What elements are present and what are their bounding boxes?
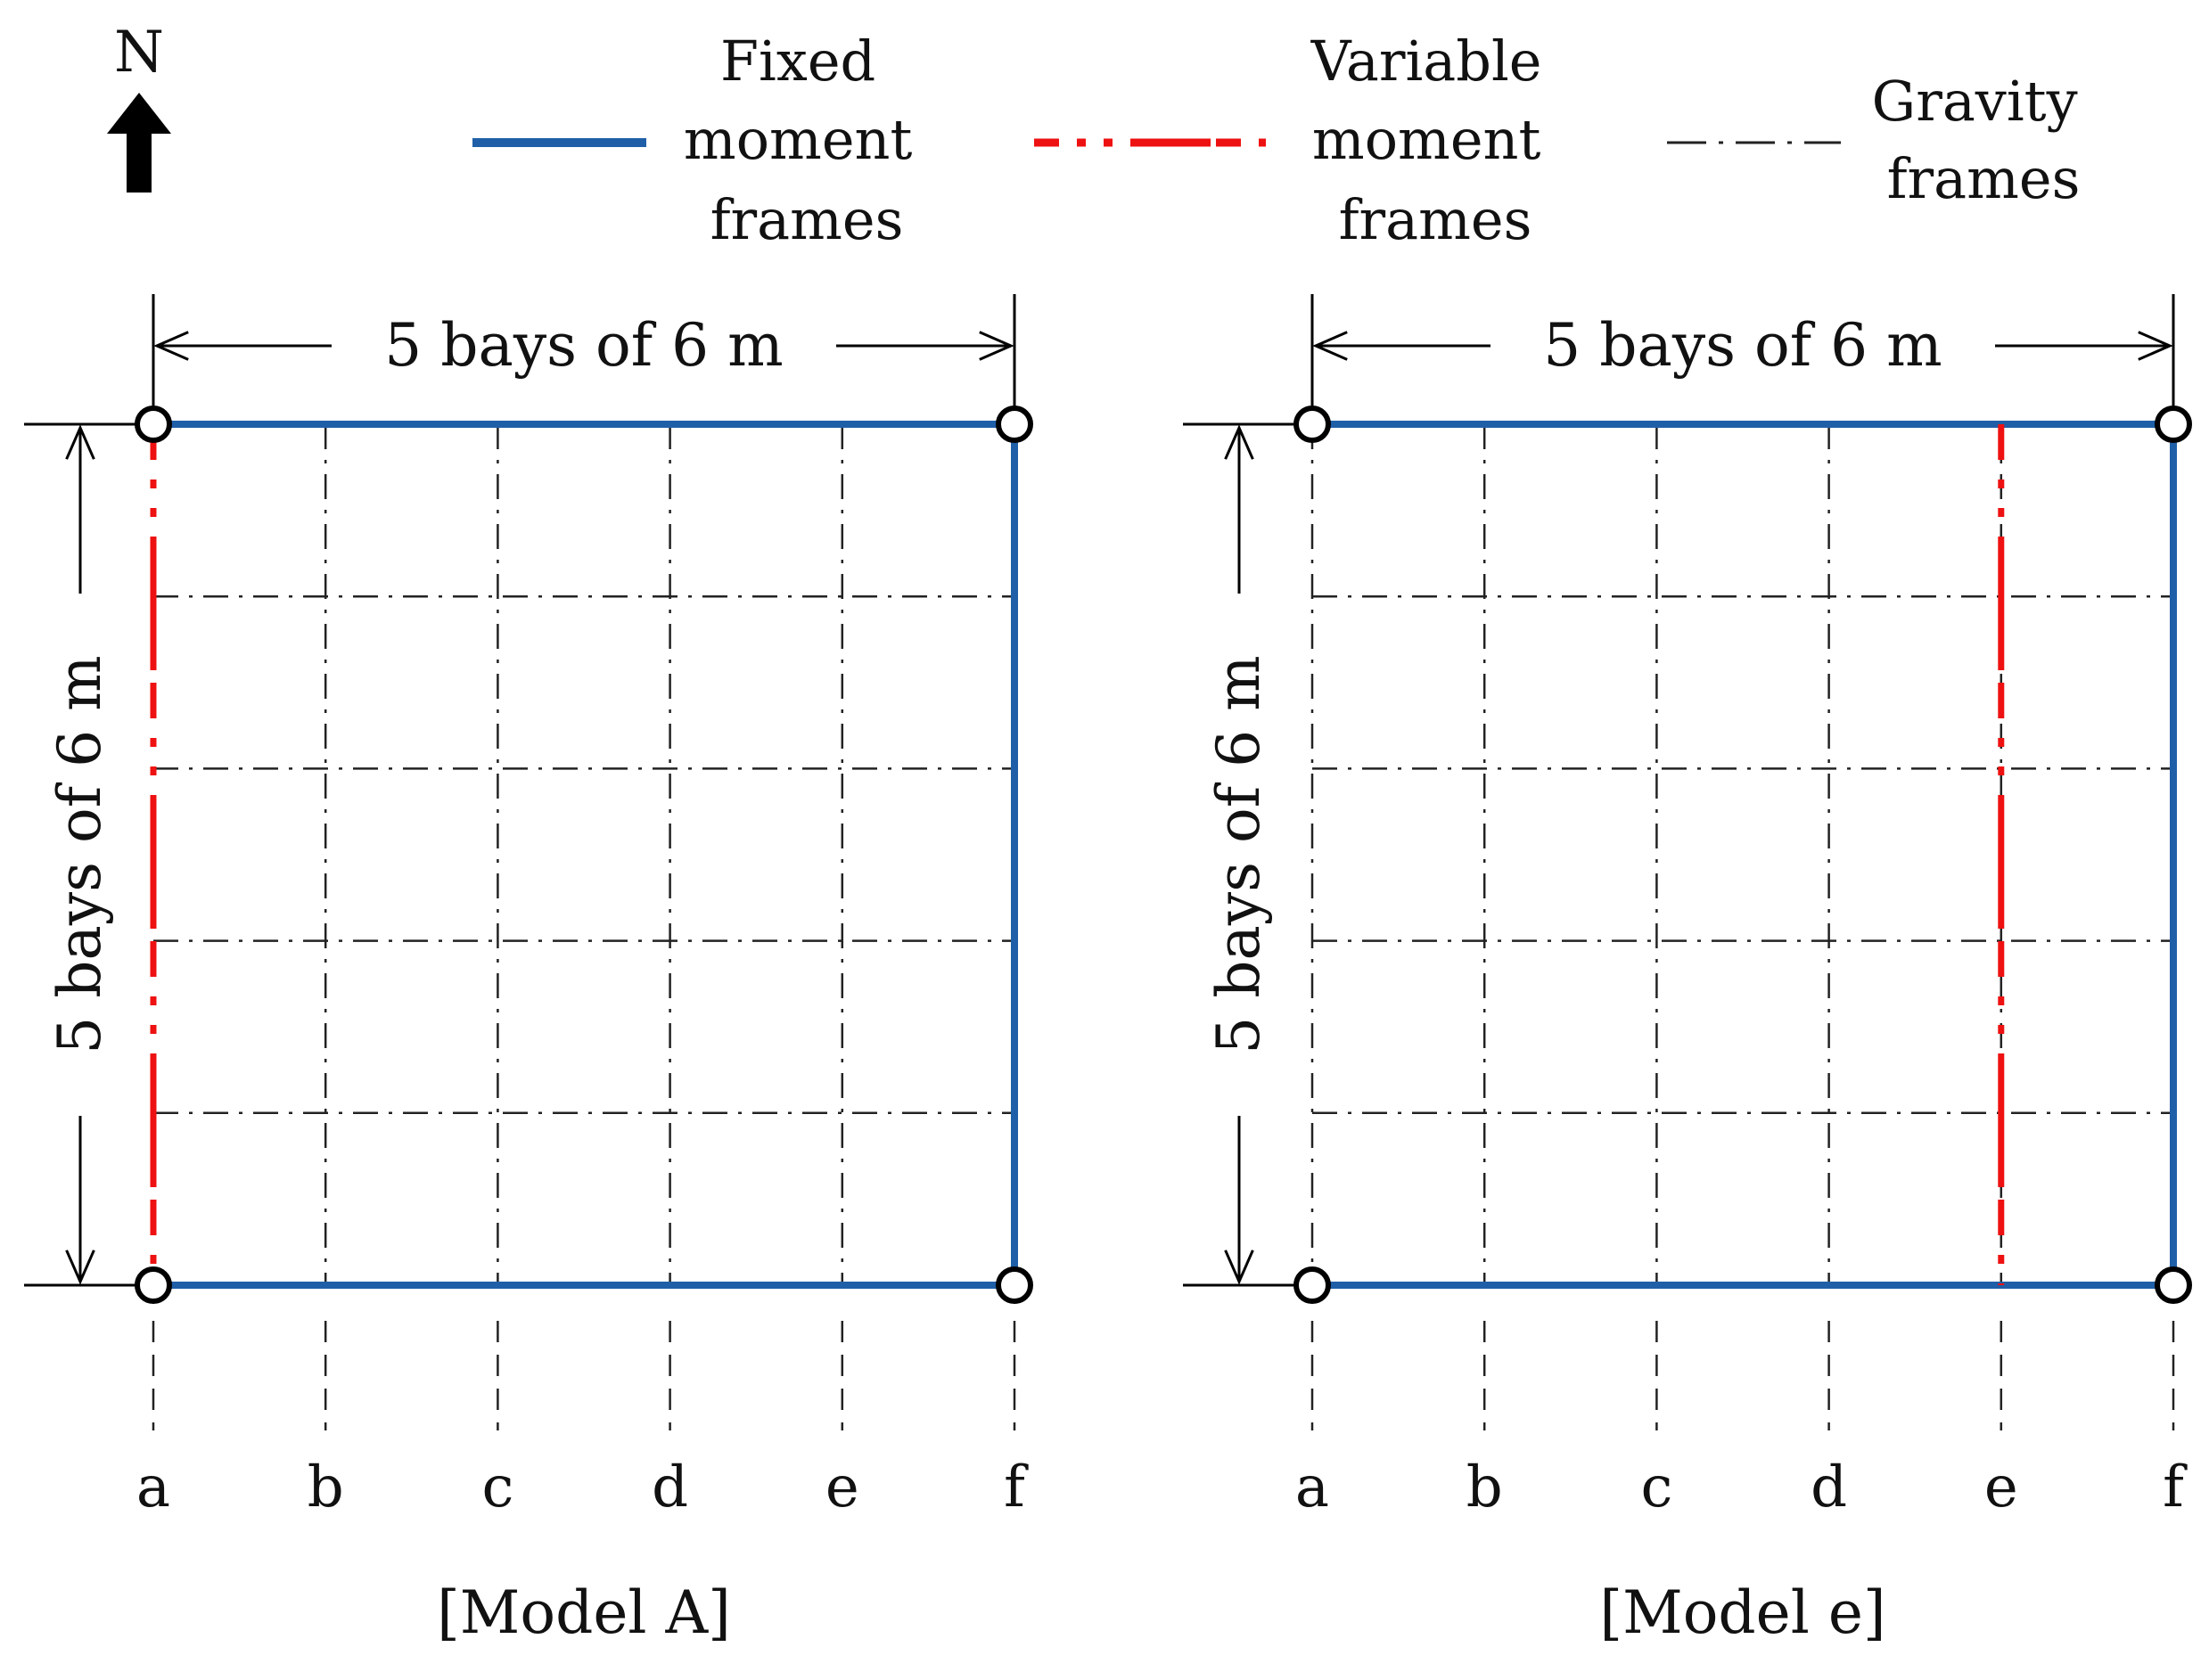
moment-frames: [150, 421, 1018, 1289]
pin-joint-icon: [1293, 1266, 1331, 1304]
legend-fixed-label: Fixed moment frames: [684, 29, 930, 252]
pin-joint-icon: [996, 406, 1033, 443]
model-caption: [Model e]: [1599, 1578, 1885, 1647]
gridline-label-d: d: [1811, 1455, 1847, 1520]
corner-pin-joints: [1293, 406, 2192, 1304]
gridline-labels: a b c d e f: [136, 1455, 1029, 1520]
gridline-label-a: a: [1295, 1455, 1329, 1520]
north-label: N: [114, 20, 164, 86]
gridline-label-f: f: [2163, 1455, 2188, 1520]
pin-joint-icon: [2155, 406, 2192, 443]
gridline-label-e: e: [825, 1455, 859, 1520]
legend: Fixed moment frames Variable moment fram…: [472, 29, 2096, 252]
model-a-plan: 5 bays of 6 m 5 bays of 6 m a b c d e f [Mode…: [24, 294, 1033, 1647]
gridline-label-f: f: [1004, 1455, 1029, 1520]
model-e-plan: 5 bays of 6 m 5 bays of 6 m a b c d e f [Mode…: [1183, 294, 2192, 1647]
north-arrow: N: [107, 20, 171, 193]
gridline-label-c: c: [481, 1455, 513, 1520]
corner-pin-joints: [135, 406, 1033, 1304]
gridline-labels: a b c d e f: [1295, 1455, 2188, 1520]
height-dimension: 5 bays of 6 m: [24, 422, 135, 1287]
pin-joint-icon: [135, 406, 172, 443]
gravity-frame-grid: [152, 424, 1016, 1430]
gridline-label-d: d: [652, 1455, 688, 1520]
moment-frames: [1312, 421, 2177, 1289]
model-caption: [Model A]: [437, 1578, 731, 1647]
width-dimension-label: 5 bays of 6 m: [1543, 311, 1942, 380]
gridline-label-a: a: [136, 1455, 170, 1520]
height-dimension: 5 bays of 6 m: [1183, 422, 1294, 1287]
height-dimension-label: 5 bays of 6 m: [1204, 655, 1273, 1053]
north-arrow-icon: [107, 93, 171, 193]
gridline-label-c: c: [1640, 1455, 1672, 1520]
gridline-label-b: b: [308, 1455, 344, 1520]
legend-gravity-label: Gravity frames: [1872, 69, 2096, 211]
gravity-frame-grid: [1310, 424, 2175, 1430]
width-dimension: 5 bays of 6 m: [152, 294, 1016, 406]
legend-variable-label: Variable moment frames: [1310, 29, 1559, 252]
width-dimension-label: 5 bays of 6 m: [384, 311, 783, 380]
pin-joint-icon: [135, 1266, 172, 1304]
height-dimension-label: 5 bays of 6 m: [45, 655, 114, 1053]
gridline-label-b: b: [1466, 1455, 1503, 1520]
width-dimension: 5 bays of 6 m: [1310, 294, 2175, 406]
pin-joint-icon: [1293, 406, 1331, 443]
gridline-label-e: e: [1984, 1455, 2018, 1520]
pin-joint-icon: [996, 1266, 1033, 1304]
pin-joint-icon: [2155, 1266, 2192, 1304]
